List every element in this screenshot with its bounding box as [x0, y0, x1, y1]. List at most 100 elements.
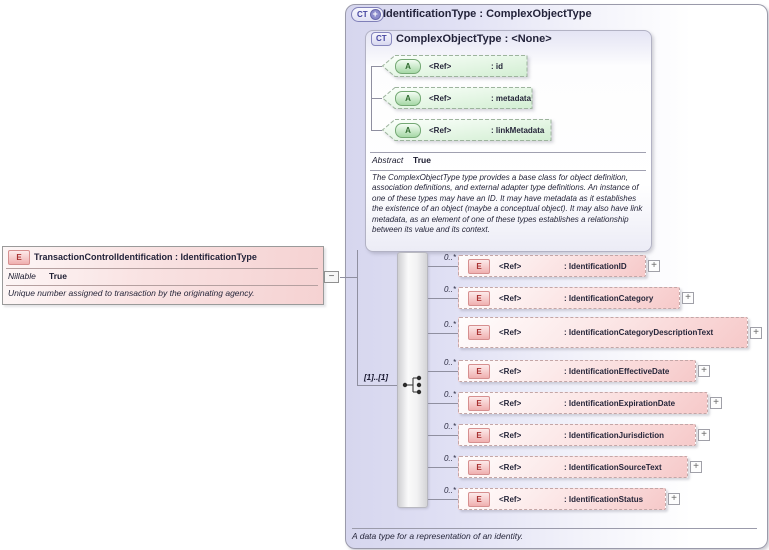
- complex-type-title: IdentificationType : ComplexObjectType: [383, 8, 592, 20]
- ref-label: <Ref>: [499, 430, 522, 440]
- connector-sequence-line: [357, 385, 397, 386]
- attribute-name: : id: [491, 61, 503, 71]
- element-row[interactable]: E <Ref> : IdentificationExpirationDate: [458, 392, 708, 414]
- element-cardinality: 0..*: [443, 454, 456, 463]
- element-badge: E: [468, 325, 490, 340]
- facet-separator-top: [370, 152, 646, 153]
- ref-label: <Ref>: [499, 261, 522, 271]
- attribute-badge: A: [395, 122, 421, 138]
- element-cardinality: 0..*: [443, 390, 456, 399]
- sequence-cardinality: [1]..[1]: [364, 373, 388, 382]
- ref-label: <Ref>: [429, 61, 452, 71]
- attribute-connector-line: [371, 98, 382, 99]
- element-cardinality: 0..*: [443, 358, 456, 367]
- element-connector-line: [428, 403, 458, 404]
- element-row[interactable]: E <Ref> : IdentificationCategory: [458, 287, 680, 309]
- element-connector-line: [428, 298, 458, 299]
- expand-toggle[interactable]: +: [750, 327, 762, 339]
- nillable-facet-value: True: [49, 271, 67, 281]
- attribute-row[interactable]: A <Ref> : linkMetadata: [381, 119, 552, 141]
- element-row[interactable]: E <Ref> : IdentificationStatus: [458, 488, 666, 510]
- attribute-badge: A: [395, 58, 421, 74]
- outer-type-documentation: A data type for a representation of an i…: [352, 531, 524, 541]
- element-connector-line: [428, 371, 458, 372]
- element-row[interactable]: E <Ref> : IdentificationID: [458, 255, 646, 277]
- element-row[interactable]: E <Ref> : IdentificationSourceText: [458, 456, 688, 478]
- complex-type-badge-label: CT: [357, 9, 368, 19]
- element-name: : IdentificationJurisdiction: [564, 430, 665, 440]
- abstract-facet-value: True: [413, 155, 431, 165]
- expand-toggle[interactable]: +: [648, 260, 660, 272]
- element-name: : IdentificationStatus: [564, 494, 644, 504]
- base-type-badge: CT: [371, 32, 392, 46]
- ref-label: <Ref>: [499, 494, 522, 504]
- element-badge: E: [468, 258, 490, 274]
- ref-label: <Ref>: [499, 293, 522, 303]
- element-row[interactable]: E <Ref> : IdentificationEffectiveDate: [458, 360, 696, 382]
- nillable-facet-label: Nillable: [8, 271, 36, 281]
- element-badge: E: [468, 459, 490, 475]
- ref-label: <Ref>: [429, 93, 452, 103]
- element-row[interactable]: E <Ref> : IdentificationCategoryDescript…: [458, 317, 748, 348]
- connector-vertical-line: [357, 250, 358, 386]
- element-name: : IdentificationExpirationDate: [564, 398, 676, 408]
- source-element-badge: E: [8, 250, 30, 265]
- expand-toggle[interactable]: +: [698, 365, 710, 377]
- element-cardinality: 0..*: [443, 253, 456, 262]
- collapse-toggle[interactable]: −: [324, 271, 339, 283]
- source-element-documentation: Unique number assigned to transaction by…: [8, 288, 255, 298]
- connector-entry-line: [340, 277, 357, 278]
- facet-separator-bottom: [370, 170, 646, 171]
- source-separator-top: [6, 268, 318, 269]
- element-badge: E: [468, 395, 490, 411]
- element-badge: E: [468, 290, 490, 306]
- expand-toggle[interactable]: +: [668, 493, 680, 505]
- source-separator-bottom: [6, 285, 318, 286]
- element-name: : IdentificationID: [564, 261, 627, 271]
- attribute-badge: A: [395, 90, 421, 106]
- element-connector-line: [428, 499, 458, 500]
- element-cardinality: 0..*: [443, 486, 456, 495]
- expand-toggle[interactable]: +: [710, 397, 722, 409]
- element-badge: E: [468, 491, 490, 507]
- plus-circle-icon[interactable]: +: [369, 9, 381, 20]
- attribute-connector-line: [371, 66, 382, 67]
- ref-label: <Ref>: [499, 328, 522, 337]
- attribute-banner-shape: [381, 87, 533, 109]
- attribute-row[interactable]: A <Ref> : metadata: [381, 87, 533, 109]
- element-cardinality: 0..*: [443, 422, 456, 431]
- outer-doc-separator: [352, 528, 757, 529]
- element-connector-line: [428, 435, 458, 436]
- element-name: : IdentificationCategoryDescriptionText: [564, 328, 714, 337]
- element-name: : IdentificationSourceText: [564, 462, 662, 472]
- attribute-banner-shape: [381, 119, 552, 141]
- element-row[interactable]: E <Ref> : IdentificationJurisdiction: [458, 424, 696, 446]
- expand-toggle[interactable]: +: [682, 292, 694, 304]
- element-connector-line: [428, 266, 458, 267]
- complex-type-badge: CT+: [351, 7, 384, 22]
- ref-label: <Ref>: [429, 125, 452, 135]
- element-connector-line: [428, 467, 458, 468]
- abstract-facet-label: Abstract: [372, 155, 404, 165]
- base-type-documentation: The ComplexObjectType type provides a ba…: [372, 173, 643, 235]
- expand-toggle[interactable]: +: [690, 461, 702, 473]
- attribute-connector-line: [371, 130, 382, 131]
- element-badge: E: [468, 427, 490, 443]
- element-cardinality: 0..*: [443, 285, 456, 294]
- attribute-row[interactable]: A <Ref> : id: [381, 55, 528, 77]
- source-element-title: TransactionControlIdentification : Ident…: [34, 252, 257, 262]
- source-element-box[interactable]: [2, 246, 324, 305]
- sequence-icon: [402, 375, 422, 395]
- element-badge: E: [468, 363, 490, 379]
- expand-toggle[interactable]: +: [698, 429, 710, 441]
- ref-label: <Ref>: [499, 366, 522, 376]
- attribute-name: : linkMetadata: [491, 125, 545, 135]
- attribute-name: : metadata: [491, 93, 532, 103]
- element-name: : IdentificationCategory: [564, 293, 654, 303]
- element-connector-line: [428, 333, 458, 334]
- element-cardinality: 0..*: [443, 320, 456, 329]
- element-name: : IdentificationEffectiveDate: [564, 366, 670, 376]
- base-type-title: ComplexObjectType : <None>: [396, 33, 552, 45]
- ref-label: <Ref>: [499, 398, 522, 408]
